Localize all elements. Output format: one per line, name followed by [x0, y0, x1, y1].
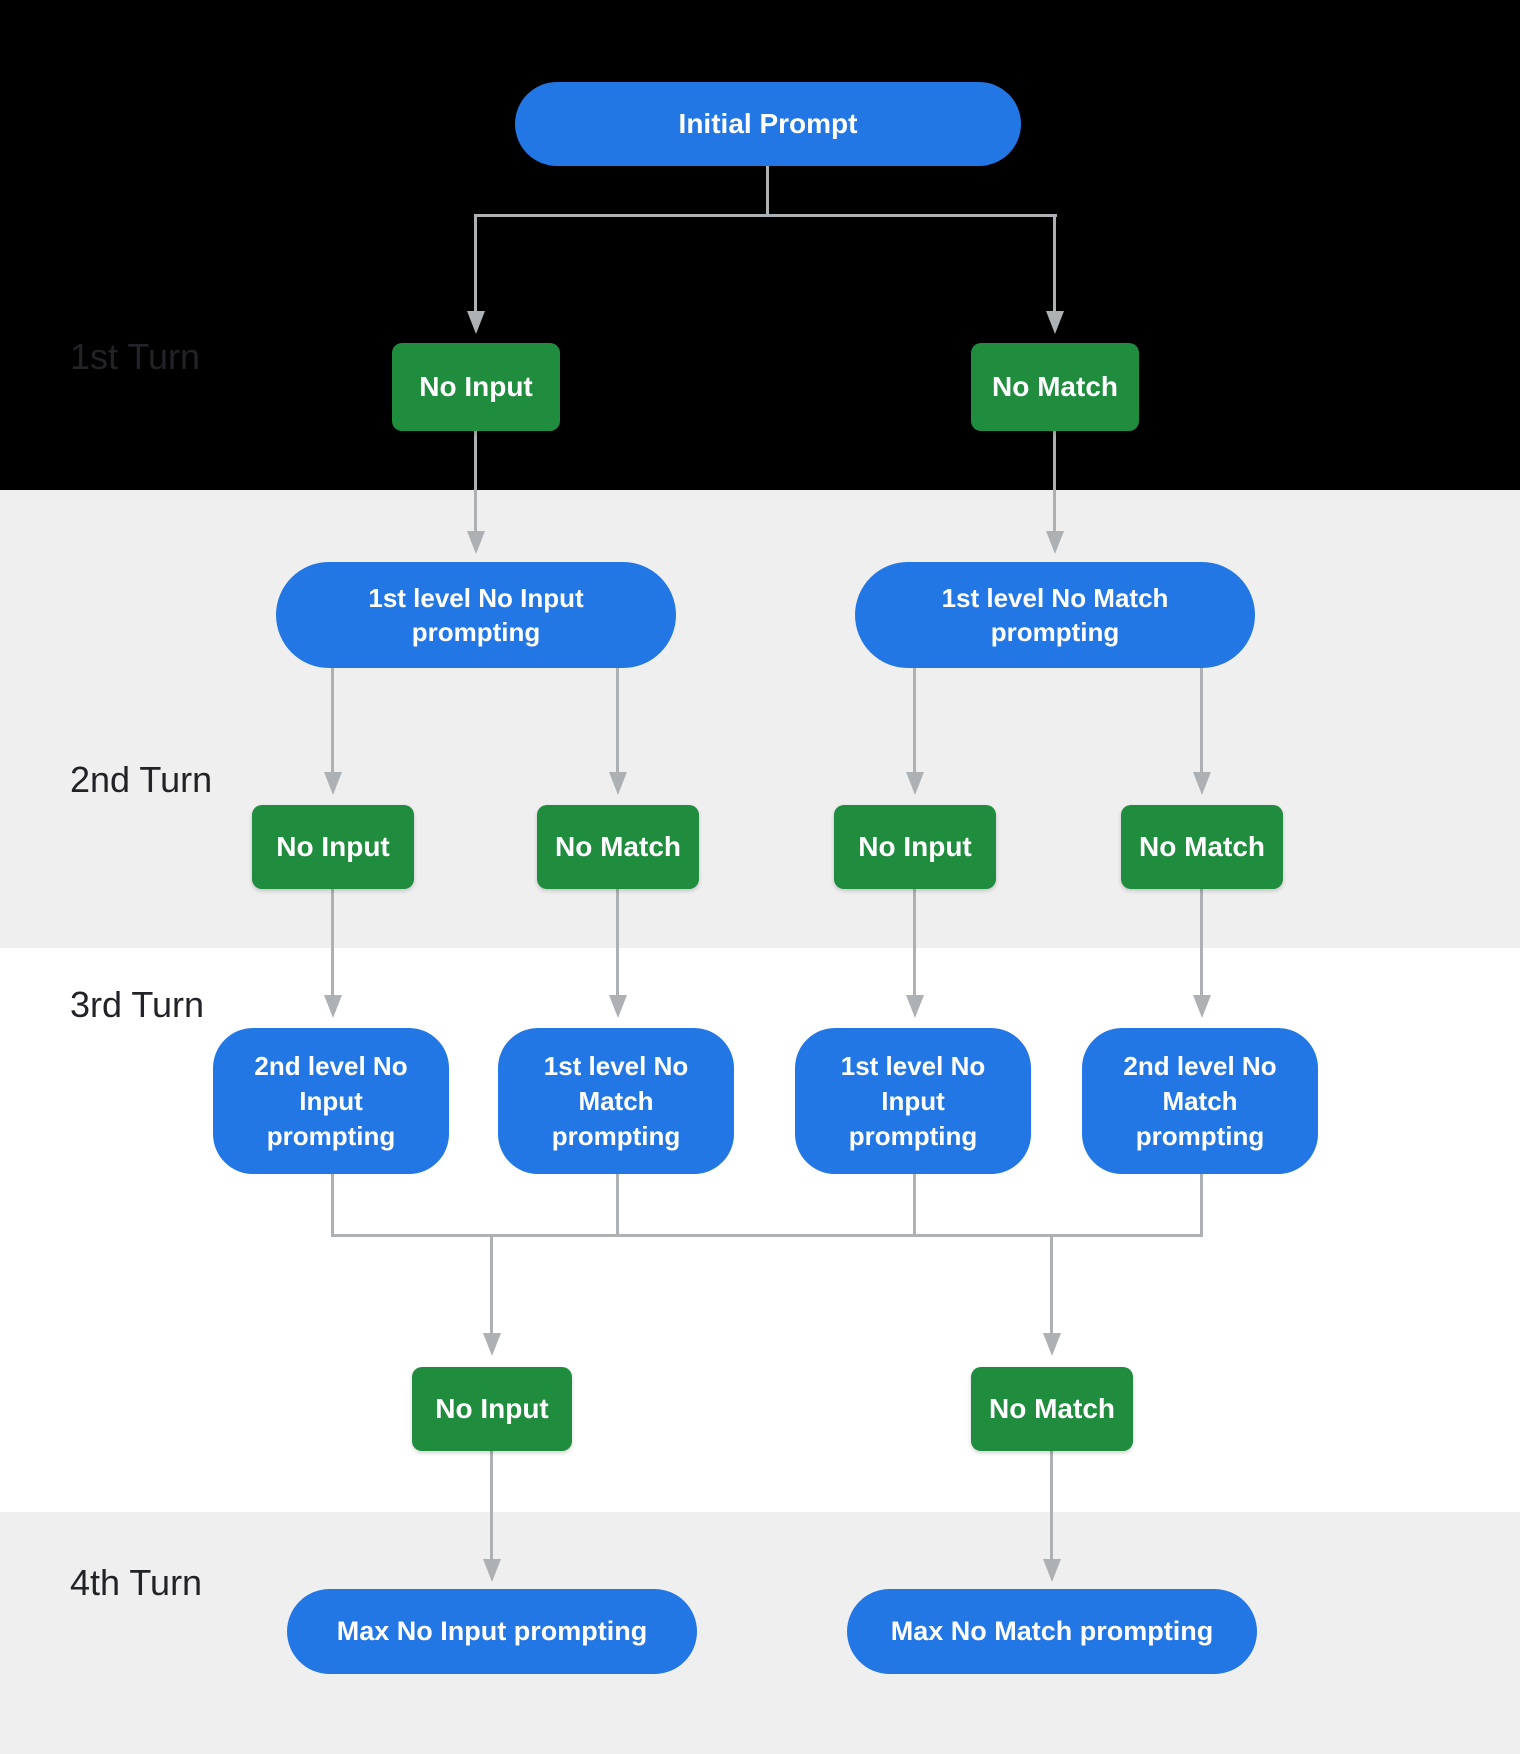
node-turn3-no-input: No Input	[412, 1367, 572, 1451]
connector-line	[913, 889, 916, 995]
arrowhead	[467, 531, 485, 554]
node-label: 1st level No Match prompting	[543, 1050, 689, 1151]
arrowhead	[1046, 311, 1064, 334]
connector-line	[766, 165, 769, 217]
node-turn1-no-input: No Input	[392, 343, 560, 431]
node-level2-no-input-prompting: 2nd level No Input prompting	[213, 1028, 449, 1174]
connector-line	[616, 1174, 619, 1237]
node-label: Max No Input prompting	[336, 1616, 648, 1646]
arrowhead	[483, 1559, 501, 1582]
connector-line	[913, 668, 916, 772]
node-initial-prompt-label: Initial Prompt	[678, 108, 858, 139]
node-label: No Match	[1139, 831, 1265, 862]
connector-line	[331, 889, 334, 995]
arrowhead	[609, 995, 627, 1018]
arrowhead	[1046, 531, 1064, 554]
node-level1-no-match-prompting-2: 1st level No Match prompting	[498, 1028, 734, 1174]
arrowhead	[1193, 995, 1211, 1018]
band-1st-turn	[0, 0, 1520, 490]
node-turn2-no-input-1: No Input	[252, 805, 414, 889]
node-level1-no-input-prompting-2: 1st level No Input prompting	[795, 1028, 1031, 1174]
connector-line	[331, 1174, 334, 1237]
connector-line	[1050, 1236, 1053, 1333]
turn-label-4: 4th Turn	[70, 1562, 203, 1603]
arrowhead	[906, 772, 924, 795]
connector-line	[331, 668, 334, 772]
connector-line	[1200, 1174, 1203, 1237]
turn-label-3: 3rd Turn	[70, 984, 205, 1025]
arrowhead	[467, 311, 485, 334]
connector-line	[616, 668, 619, 772]
node-level1-no-input-prompting: 1st level No Input prompting	[276, 562, 676, 668]
node-level2-no-match-prompting: 2nd level No Match prompting	[1082, 1028, 1318, 1174]
arrowhead	[1193, 772, 1211, 795]
connector-line	[474, 431, 477, 531]
node-label: No Input	[419, 371, 533, 402]
connector-line	[490, 1236, 493, 1333]
node-turn3-no-match: No Match	[971, 1367, 1133, 1451]
node-label: No Input	[435, 1393, 549, 1424]
connector-line	[913, 1174, 916, 1237]
node-level1-no-match-prompting: 1st level No Match prompting	[855, 562, 1255, 668]
node-label: 1st level No Input prompting	[840, 1050, 986, 1151]
node-label: 2nd level No Input prompting	[254, 1050, 408, 1151]
node-label: No Match	[992, 371, 1118, 402]
node-turn2-no-input-2: No Input	[834, 805, 996, 889]
connector-line	[616, 889, 619, 995]
arrowhead	[324, 772, 342, 795]
arrowhead	[906, 995, 924, 1018]
connector-line	[1053, 431, 1056, 531]
node-turn1-no-match: No Match	[971, 343, 1139, 431]
node-label: No Input	[276, 831, 390, 862]
arrowhead	[1043, 1333, 1061, 1356]
connector-line	[1053, 216, 1056, 311]
node-label: 2nd level No Match prompting	[1123, 1050, 1277, 1151]
connector-line	[1050, 1451, 1053, 1559]
node-turn2-no-match-2: No Match	[1121, 805, 1283, 889]
node-label: 1st level No Input prompting	[368, 583, 584, 647]
node-label: No Input	[858, 831, 972, 862]
connector-line	[474, 214, 1057, 217]
arrowhead	[609, 772, 627, 795]
turn-label-2: 2nd Turn	[70, 759, 213, 800]
connector-line	[1200, 668, 1203, 772]
connector-line	[1200, 889, 1203, 995]
band-4th-turn	[0, 1512, 1520, 1754]
arrowhead	[1043, 1559, 1061, 1582]
band-2nd-turn	[0, 490, 1520, 948]
node-label: No Match	[989, 1393, 1115, 1424]
node-label: No Match	[555, 831, 681, 862]
turn-label-1: 1st Turn	[70, 336, 201, 377]
node-max-no-input-prompting: Max No Input prompting	[287, 1589, 697, 1674]
arrowhead	[483, 1333, 501, 1356]
node-max-no-match-prompting: Max No Match prompting	[847, 1589, 1257, 1674]
connector-line	[474, 216, 477, 311]
node-label: Max No Match prompting	[890, 1616, 1214, 1646]
node-initial-prompt: Initial Prompt	[515, 82, 1021, 166]
connector-line	[490, 1451, 493, 1559]
node-turn2-no-match-1: No Match	[537, 805, 699, 889]
node-label: 1st level No Match prompting	[941, 583, 1169, 647]
connector-line	[331, 1234, 1203, 1237]
arrowhead	[324, 995, 342, 1018]
